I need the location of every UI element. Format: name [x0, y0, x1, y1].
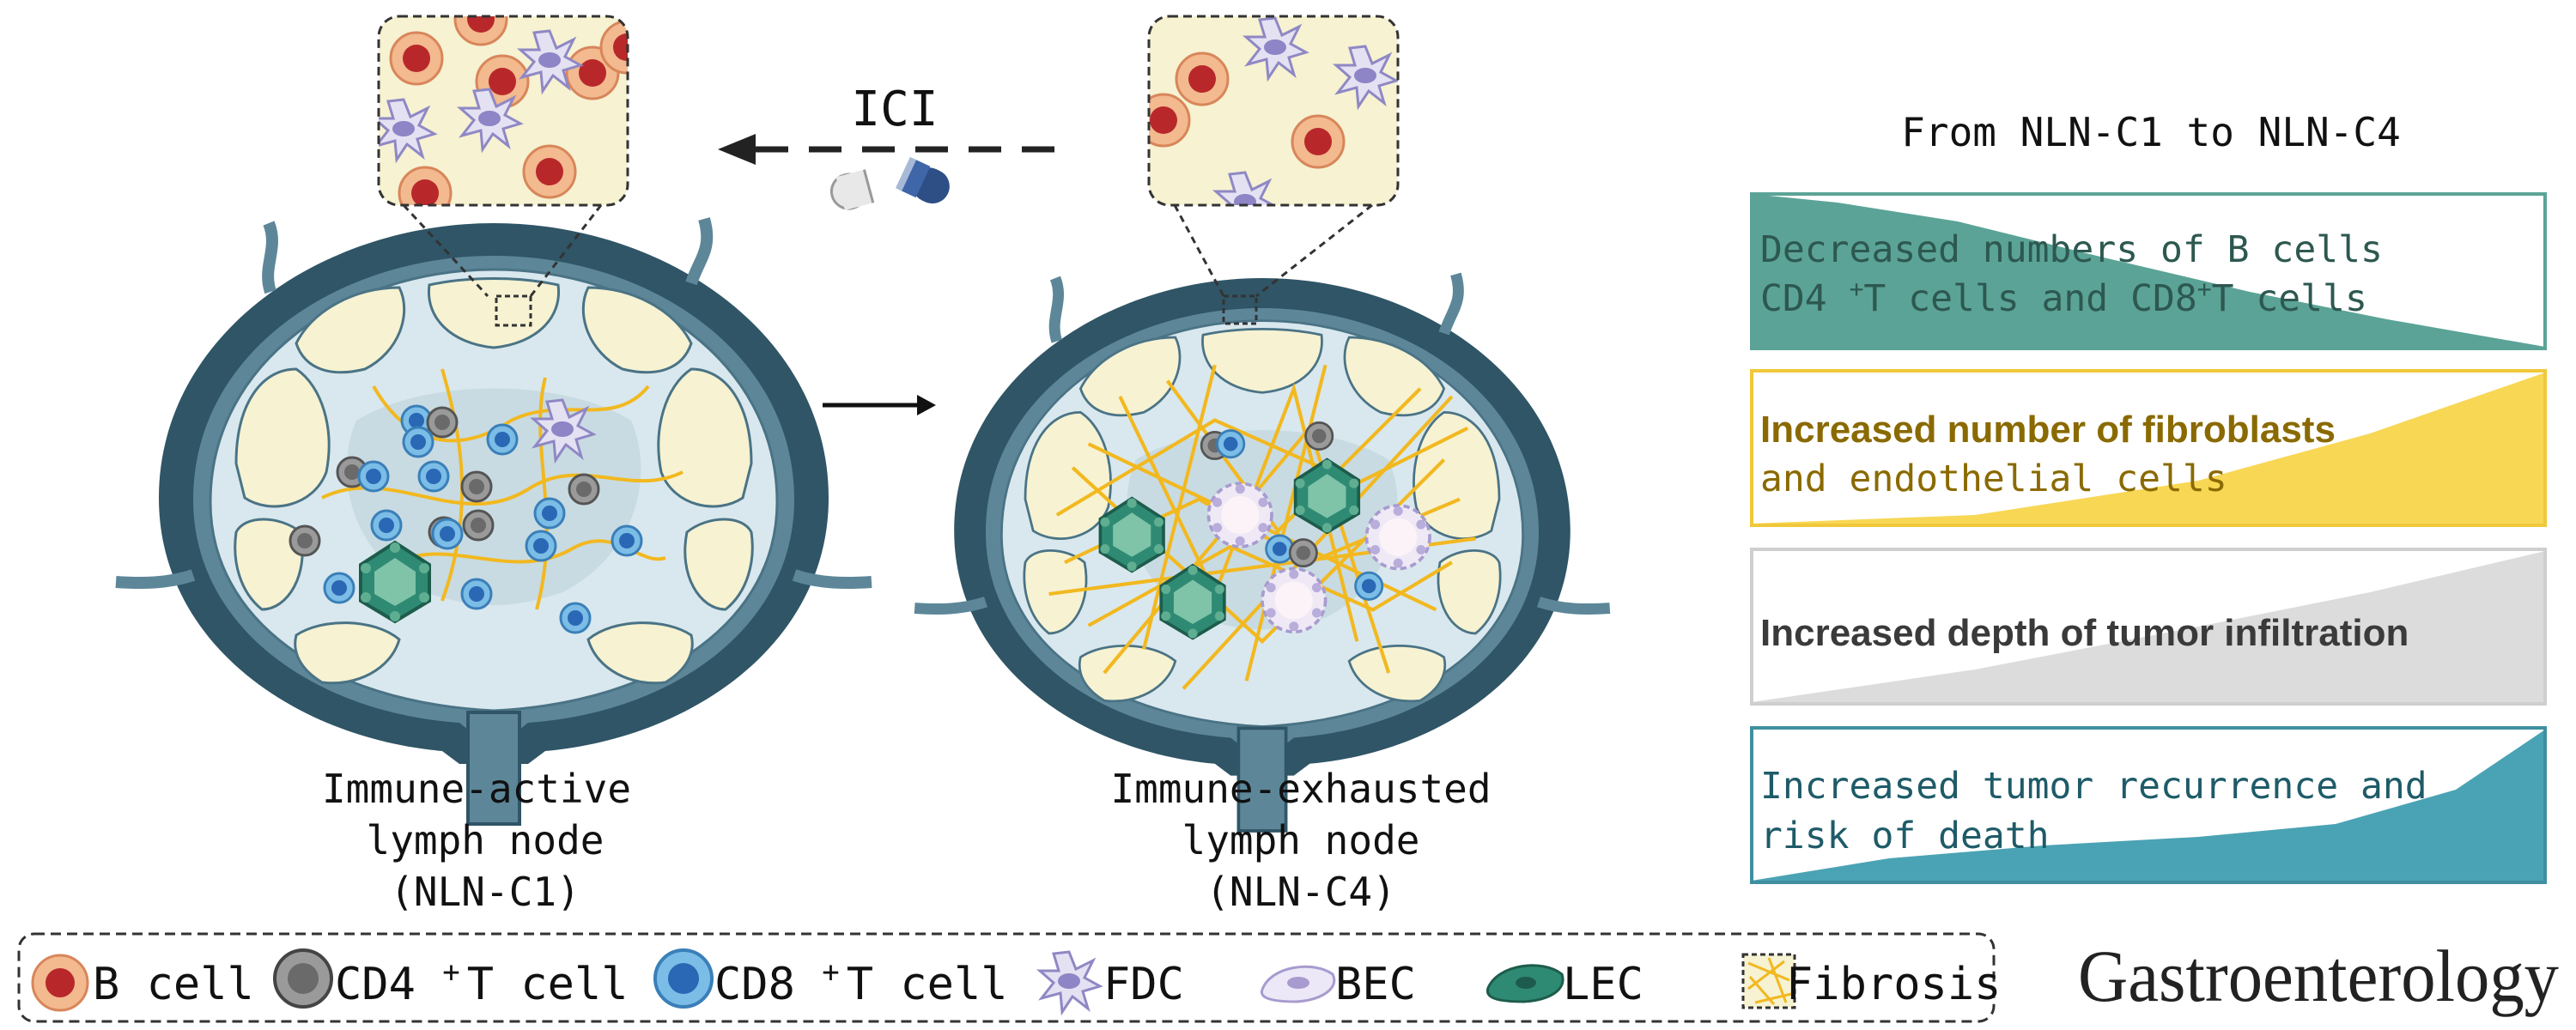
zoom-inset-right	[1147, 15, 1400, 325]
box3-line2: risk of death	[1760, 815, 2050, 857]
drug-capsule-icon	[829, 156, 950, 211]
legend-lec-icon	[1485, 964, 1564, 1003]
panel-box-increased-fibroblasts: Increased number of fibroblasts and endo…	[1750, 369, 2547, 527]
legend-label-cd8: CD8 +T cell	[714, 955, 1008, 1010]
panel-box-decreased-cells: Decreased numbers of B cells CD4 +T cell…	[1750, 192, 2547, 350]
active-caption-line3: (NLN-C1)	[390, 869, 580, 915]
legend-label-lec: LEC	[1563, 959, 1643, 1010]
box3-line1: Increased tumor recurrence and	[1760, 765, 2427, 808]
legend-label-cd4: CD4 +T cell	[335, 955, 629, 1010]
progression-arrow	[823, 395, 936, 415]
exhausted-caption-line3: (NLN-C4)	[1206, 869, 1396, 915]
panel-box-increased-recurrence: Increased tumor recurrence and risk of d…	[1750, 726, 2547, 884]
box0-line1: Decreased numbers of B cells	[1760, 228, 2383, 271]
legend-cd4-icon	[273, 948, 333, 1009]
box2-line1: Increased depth of tumor infiltration	[1760, 612, 2409, 654]
legend-fibrosis-icon	[1741, 953, 1796, 1009]
active-caption-line2: lymph node	[367, 817, 605, 863]
box0-line2: CD4 +T cells and CD8+T cells	[1760, 275, 2367, 320]
journal-logo: Gastroenterology	[2078, 935, 2559, 1017]
immune-exhausted-lymph-node	[914, 274, 1610, 831]
legend-fdc-icon	[1036, 950, 1103, 1016]
legend-bec-icon	[1260, 965, 1336, 1003]
legend-label-bec: BEC	[1335, 959, 1416, 1010]
legend-label-b-cell: B cell	[93, 959, 254, 1010]
ici-label: ICI	[851, 82, 938, 137]
ici-treatment-arrow: ICI	[718, 82, 1060, 165]
legend-b-cell-icon	[31, 954, 89, 1012]
node-caption-active: Immune-active lymph node (NLN-C1)	[322, 766, 631, 915]
zoom-inset-left	[377, 15, 629, 327]
panel-box-increased-depth: Increased depth of tumor infiltration	[1750, 548, 2547, 706]
exhausted-caption-line2: lymph node	[1182, 817, 1420, 863]
legend-label-fibrosis: Fibrosis	[1786, 959, 2001, 1010]
legend-cd8-icon	[653, 948, 714, 1009]
legend-label-fdc: FDC	[1103, 959, 1184, 1010]
box1-line2: and endothelial cells	[1760, 457, 2227, 500]
exhausted-caption-line1: Immune-exhausted	[1110, 766, 1491, 812]
legend: B cell CD4 +T cell CD8 +T cell FDC BEC L…	[17, 932, 2001, 1023]
box1-line1: Increased number of fibroblasts	[1760, 409, 2336, 451]
node-caption-exhausted: Immune-exhausted lymph node (NLN-C4)	[1110, 766, 1491, 915]
panel-heading: From NLN-C1 to NLN-C4	[1901, 109, 2401, 155]
active-caption-line1: Immune-active	[322, 766, 631, 812]
immune-active-lymph-node	[116, 219, 872, 824]
